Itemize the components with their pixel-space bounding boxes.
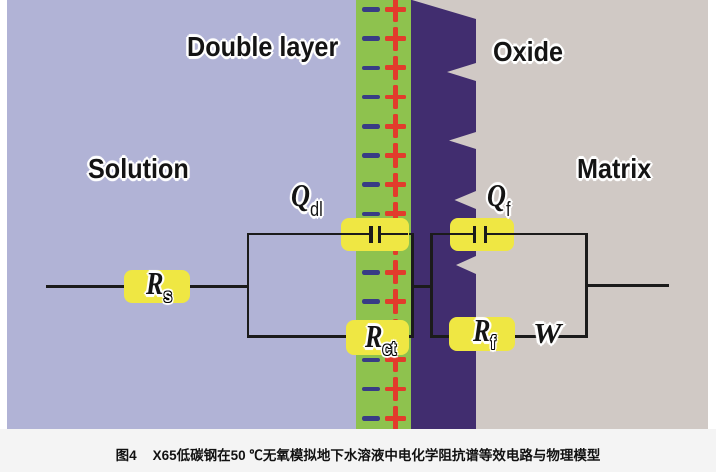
qf-plate-right	[483, 225, 487, 243]
rf-subscript: f	[490, 333, 496, 354]
plus-charge-icon	[385, 172, 406, 197]
qdl-subscript: dl	[309, 199, 323, 221]
caption-text: X65低碳钢在50 ℃无氧模拟地下水溶液中电化学阻抗谱等效电路与物理模型	[152, 447, 601, 463]
plus-charge-icon	[385, 376, 406, 402]
minus-charge-icon	[361, 270, 381, 275]
plus-charge-icon	[385, 260, 406, 285]
solution-label: Solution	[87, 153, 189, 184]
minus-charge-icon	[361, 7, 381, 12]
solution-region	[6, 0, 356, 429]
minus-charge-icon	[361, 386, 381, 392]
minus-charge-icon	[361, 211, 381, 217]
plus-charge-icon	[385, 114, 406, 139]
rs-subscript: s	[163, 286, 173, 307]
qf-symbol: Qf	[487, 176, 511, 220]
plus-charge-icon	[385, 26, 406, 51]
qf-subscript: f	[505, 198, 511, 221]
wire-junction-mid-right	[430, 232, 434, 338]
plus-charge-icon	[385, 289, 406, 314]
minus-charge-icon	[361, 416, 381, 421]
plus-charge-icon	[385, 84, 406, 110]
plus-charge-icon	[385, 55, 406, 81]
wire-main-right	[585, 284, 669, 288]
oxide-label: Oxide	[493, 36, 564, 68]
rct-letter: R	[364, 317, 383, 354]
qf-lead-left	[449, 232, 474, 236]
minus-charge-icon	[361, 124, 381, 129]
rf-symbol: Rf	[472, 311, 496, 354]
qdl-letter: Q	[291, 177, 310, 213]
resistor-rct-box	[346, 320, 409, 355]
wire-junction-right	[585, 232, 588, 338]
warburg-symbol: W	[532, 318, 561, 350]
figure-caption: 图4 X65低碳钢在50 ℃无氧模拟地下水溶液中电化学阻抗谱等效电路与物理模型	[115, 447, 601, 463]
physical-model-diagram: Double layer Oxide Solution Matrix Qdl Q…	[6, 0, 708, 431]
qdl-plate-left	[369, 225, 373, 243]
qf-lead-right	[487, 232, 515, 236]
rf-letter: R	[472, 311, 491, 348]
rct-subscript: ct	[382, 339, 396, 360]
qdl-symbol: Qdl	[291, 177, 323, 220]
double-layer-label: Double layer	[186, 30, 338, 62]
warburg-letter: W	[532, 318, 561, 350]
minus-charge-icon	[361, 94, 381, 100]
minus-charge-icon	[361, 65, 381, 71]
rct-symbol: Rct	[364, 317, 396, 360]
qdl-plate-right	[377, 225, 382, 243]
wire-bridge	[411, 284, 434, 288]
resistor-rf-box	[449, 316, 516, 352]
wire-bottom-left-branch	[248, 335, 414, 338]
wire-top-left-branch	[248, 232, 414, 236]
qdl-lead-right	[381, 232, 409, 236]
rs-symbol: Rs	[146, 264, 172, 307]
figure-number: 图4	[115, 447, 137, 463]
qdl-lead-left	[341, 232, 370, 236]
plus-charge-icon	[385, 406, 406, 431]
minus-charge-icon	[361, 182, 381, 187]
minus-charge-icon	[361, 153, 381, 158]
matrix-label: Matrix	[576, 153, 651, 184]
minus-charge-icon	[361, 357, 381, 363]
minus-charge-icon	[361, 299, 381, 304]
plus-charge-icon	[385, 0, 406, 22]
qf-plate-left	[473, 225, 477, 243]
wire-junction-left	[246, 232, 250, 338]
qf-letter: Q	[487, 176, 506, 213]
wire-junction-mid-left	[411, 232, 414, 338]
plus-charge-icon	[385, 143, 406, 168]
plus-charge-icon	[385, 347, 406, 373]
rs-letter: R	[146, 264, 164, 301]
caption-bar: 图4 X65低碳钢在50 ℃无氧模拟地下水溶液中电化学阻抗谱等效电路与物理模型	[0, 428, 716, 472]
plus-charge-icon	[385, 201, 406, 227]
oxide-layer-region	[410, 0, 476, 429]
minus-charge-icon	[361, 36, 381, 41]
resistor-rs-box	[123, 270, 191, 304]
